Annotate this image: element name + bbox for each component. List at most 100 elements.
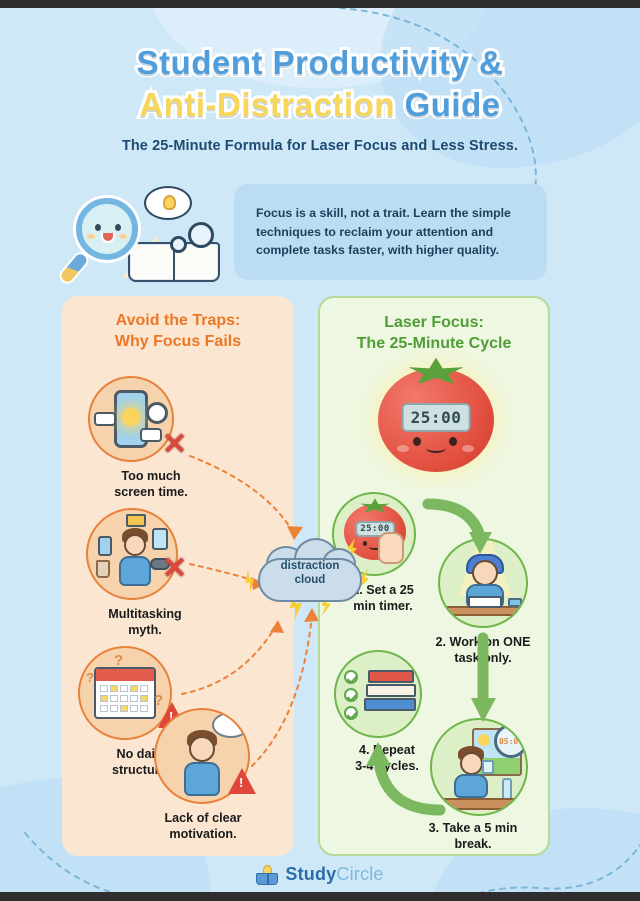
footer: StudyCircle (0, 864, 640, 885)
game-controller-icon (150, 558, 170, 570)
red-x-icon-2: ✕ (162, 552, 188, 585)
left-panel-title-line-2: Why Focus Fails (114, 333, 242, 351)
tomato-timer-icon: 25:00 (378, 357, 494, 472)
hero-timer-display: 25:00 (401, 403, 471, 433)
cloud-label-line-2: cloud (294, 573, 326, 586)
water-bottle-icon (502, 778, 512, 800)
title-line-2-tail: Guide (402, 83, 504, 126)
water-glass-icon (482, 760, 494, 774)
step-2-line-1: 2. Work on ONE (435, 635, 531, 649)
cloud-body (258, 558, 362, 602)
right-step-caption-4: 4. Repeat 3-4 cycles. (312, 742, 462, 774)
stopwatch-icon: 05:00 (494, 724, 526, 758)
left-item-caption-4: Lack of clear motivation. (128, 810, 278, 842)
pointing-hand-icon (378, 532, 404, 564)
title-highlight-word: Anti-Distraction (136, 83, 397, 126)
student-body-2 (119, 556, 151, 586)
notification-badge-2 (140, 428, 162, 442)
cloud-label-line-1: distraction (280, 560, 340, 572)
book-red (368, 670, 414, 683)
red-x-icon-1: ✕ (162, 428, 188, 461)
calendar-header (96, 669, 154, 681)
left-item-caption-1: Too much screen time. (76, 468, 226, 500)
left-item-4-line-2: motivation. (169, 827, 237, 842)
step-1-line-1: 1. Set a 25 (352, 583, 414, 597)
magnifier-book-illustration (56, 184, 240, 287)
distraction-cloud-label: distraction cloud (258, 560, 362, 588)
student-head-studying (472, 560, 498, 586)
brand-name: StudyCircle (285, 864, 383, 885)
magnifier-handle (56, 249, 92, 287)
gear-icon-large (188, 222, 214, 248)
distraction-cloud: distraction cloud (258, 544, 362, 606)
title-line-1: Student Productivity & (134, 41, 506, 84)
book-stack-checklist-icon (334, 650, 422, 738)
book-blue (364, 698, 416, 711)
student-body-4 (184, 762, 220, 796)
left-item-2-line-2: myth. (128, 623, 162, 638)
lightbulb-icon (163, 195, 176, 210)
left-item-3-line-1: No daily (116, 747, 166, 761)
right-step-caption-2: 2. Work on ONE task only. (408, 634, 558, 666)
sun-icon (478, 734, 490, 746)
step-1-line-2: min timer. (353, 599, 413, 614)
magnifier-eye-left (95, 224, 101, 231)
right-panel-title-line-1: Laser Focus: (384, 314, 484, 331)
checkmark-icon-1 (344, 670, 358, 684)
empty-thought-cloud-icon (212, 712, 248, 738)
confused-student-icon (154, 708, 250, 804)
notification-badge-1 (94, 412, 116, 426)
tomato-blush-right (461, 444, 475, 453)
magnifier-eye-right (115, 224, 121, 231)
panels-container: Avoid the Traps: Why Focus Fails ✕ Too m… (62, 296, 578, 856)
brand-name-bold: Study (285, 864, 337, 884)
question-mark-icon-2: ? (86, 670, 94, 685)
magnifying-glass-icon (76, 198, 138, 260)
question-mark-icon-3: ? (154, 692, 164, 709)
step-4-line-2: 3-4 cycles. (355, 759, 419, 774)
warning-triangle-icon-2 (228, 768, 256, 794)
magnifier-mouth (101, 233, 115, 243)
page-subtitle: The 25-Minute Formula for Laser Focus an… (121, 138, 519, 155)
left-panel-title-line-1: Avoid the Traps: (115, 312, 241, 329)
step-2-line-2: task only. (454, 651, 512, 666)
left-item-caption-2: Multitasking myth. (70, 606, 220, 638)
left-item-1-line-2: screen time. (114, 485, 188, 500)
student-head-break (460, 752, 483, 775)
tomato-eye-right (448, 436, 457, 446)
question-mark-icon-1: ? (114, 652, 124, 669)
held-phone-icon (98, 536, 112, 556)
left-item-4-line-1: Lack of clear (164, 811, 242, 825)
smartphone-notifications-icon (88, 376, 174, 462)
left-item-1-line-1: Too much (121, 469, 181, 483)
step1-tomato-smile (369, 544, 381, 550)
open-notebook-icon (468, 596, 502, 608)
student-head-4 (189, 736, 215, 762)
intro-text-box: Focus is a skill, not a trait. Learn the… (234, 184, 547, 280)
calendar-icon (94, 667, 156, 719)
book-lightbulb-logo-icon (256, 864, 279, 885)
logo-book (256, 872, 279, 885)
step-3-line-1: 3. Take a 5 min (428, 821, 518, 835)
clock-icon (146, 402, 168, 424)
messy-calendar-icon: ? ? ? (78, 646, 172, 740)
book-white (366, 684, 416, 697)
magnifier-cheek-right (119, 234, 127, 239)
hero-tomato-timer: 25:00 (378, 357, 494, 472)
held-book-icon (126, 514, 146, 527)
desk-phone-icon (508, 598, 522, 607)
checkmark-icon-3 (344, 706, 358, 720)
held-tablet-icon (152, 528, 168, 550)
tomato-timer-tap-icon: 25:00 (332, 492, 416, 576)
left-panel-title: Avoid the Traps: Why Focus Fails (62, 296, 294, 352)
magnifier-cheek-left (87, 234, 95, 239)
coffee-cup-icon (96, 560, 110, 578)
tomato-leaf-icon (408, 357, 464, 385)
student-head-2 (124, 534, 146, 556)
gear-icon-small (170, 236, 187, 253)
intro-text: Focus is a skill, not a trait. Learn the… (256, 205, 511, 258)
student-studying-icon (438, 538, 528, 628)
tomato-blush-left (396, 444, 410, 453)
brand-name-light: Circle (336, 864, 384, 884)
right-panel-title: Laser Focus: The 25-Minute Cycle (320, 298, 548, 354)
